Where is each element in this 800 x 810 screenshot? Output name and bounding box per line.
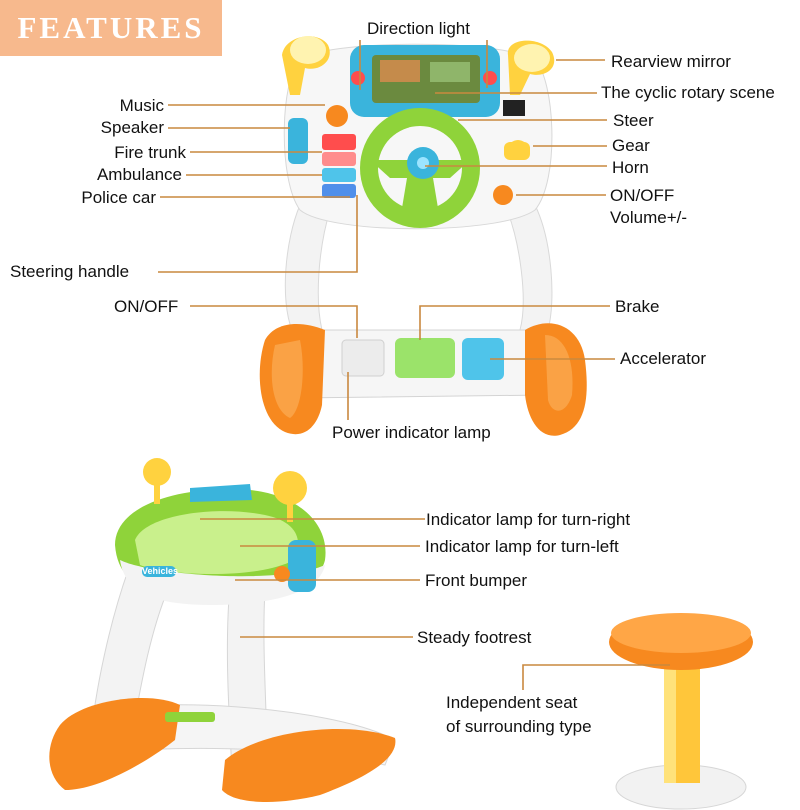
label-steer: Steer [613,111,654,130]
label-ambulance: Ambulance [96,165,182,184]
label-police-car: Police car [81,188,156,207]
product-vehicles-badge: Vehicles [142,566,179,576]
label-rotary-scene: The cyclic rotary scene [601,83,775,102]
features-badge [0,0,222,56]
leader-lines [158,40,670,690]
label-volume: Volume+/- [610,208,688,227]
label-music: Music [119,96,164,115]
label-gear: Gear [612,136,650,155]
label-front-bumper: Front bumper [425,571,528,590]
bottom-toy-side-view [49,458,753,810]
label-direction-light: Direction light [367,19,470,38]
label-steering-handle: Steering handle [10,262,130,281]
label-turn-left: Indicator lamp for turn-left [425,537,619,556]
label-steady-footrest: Steady footrest [417,628,532,647]
label-turn-right: Indicator lamp for turn-right [426,510,631,529]
label-on-off: ON/OFF [114,297,179,316]
label-on-off-top: ON/OFF [610,186,675,205]
label-seat-line1: Independent seat [446,693,578,712]
label-fire-trunk: Fire trunk [114,143,186,162]
features-title: FEATURES [17,10,205,45]
label-horn: Horn [612,158,649,177]
top-toy-front-view [259,36,587,436]
label-power-indicator: Power indicator lamp [332,423,491,442]
label-seat-line2: of surrounding type [446,717,592,736]
label-rearview-mirror: Rearview mirror [611,52,731,71]
label-accelerator: Accelerator [620,349,706,368]
label-speaker: Speaker [100,118,164,137]
label-brake: Brake [615,297,660,316]
